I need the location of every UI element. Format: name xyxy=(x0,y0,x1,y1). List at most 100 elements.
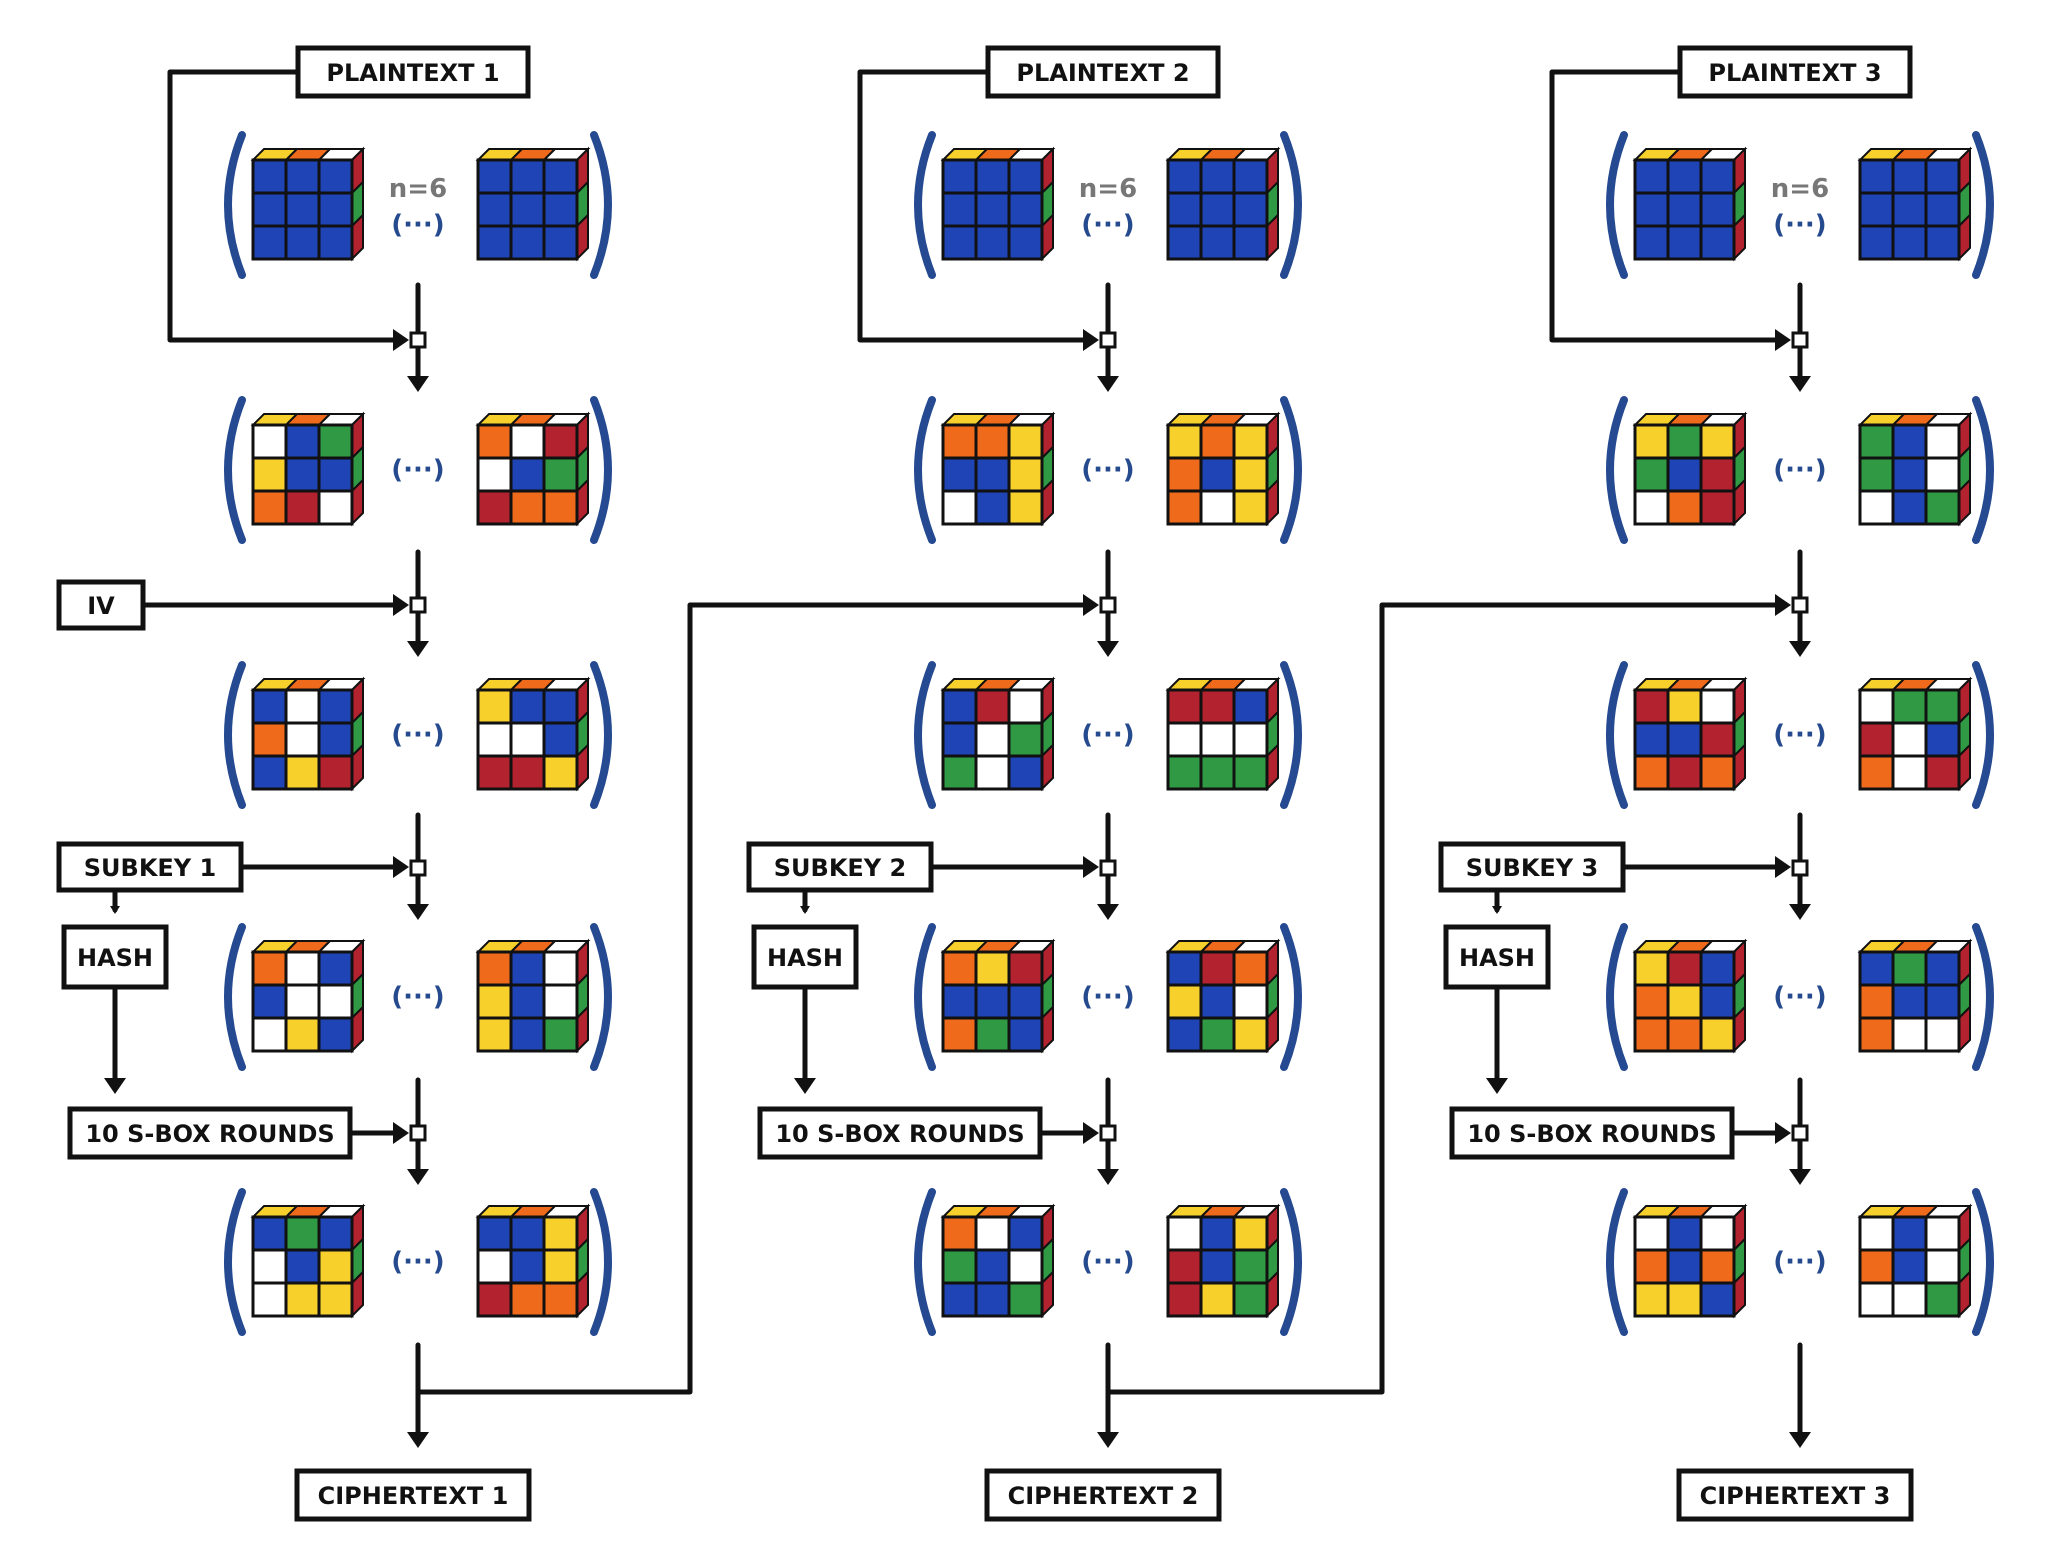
cube-sticker xyxy=(1169,757,1200,788)
cube-sticker xyxy=(1702,1019,1733,1050)
cube-outline xyxy=(941,423,1044,526)
plaintext-arrow xyxy=(1775,329,1791,351)
cube-sticker xyxy=(1010,161,1041,192)
cube-sticker xyxy=(287,1251,318,1282)
cube-sticker xyxy=(1861,1218,1892,1249)
cube-sticker xyxy=(944,757,975,788)
cube-sticker xyxy=(1861,459,1892,490)
flow-arrow xyxy=(1789,376,1811,392)
cube-sticker xyxy=(1702,161,1733,192)
cube-sticker xyxy=(1927,1284,1958,1315)
xor-operator xyxy=(409,859,427,877)
cube-sticker xyxy=(1636,757,1667,788)
plaintext-3-box xyxy=(1677,45,1913,99)
cube-sticker xyxy=(944,691,975,722)
subkey-arrow xyxy=(393,856,409,878)
cube-sticker xyxy=(1861,953,1892,984)
cube-sticker xyxy=(320,227,351,258)
cube-sticker xyxy=(1669,757,1700,788)
left-bracket xyxy=(224,396,246,544)
cube-sticker xyxy=(1202,691,1233,722)
cube-outline xyxy=(1633,1215,1736,1318)
cube-sticker xyxy=(944,724,975,755)
cube-sticker xyxy=(1010,757,1041,788)
cube-sticker xyxy=(1235,986,1266,1017)
cube-sticker xyxy=(479,1019,510,1050)
cube-sticker xyxy=(1169,161,1200,192)
cube-sticker xyxy=(287,459,318,490)
plaintext-2-label: PLAINTEXT 2 xyxy=(1016,59,1189,87)
cube-outline xyxy=(251,950,354,1053)
right-bracket xyxy=(590,923,612,1071)
sbox-arrow xyxy=(1083,1122,1099,1144)
ellipsis: (···) xyxy=(391,720,444,750)
ellipsis: (···) xyxy=(1081,982,1134,1012)
cube-sticker xyxy=(320,953,351,984)
cube-sticker xyxy=(1927,724,1958,755)
cube-c1-s2-last xyxy=(475,411,591,527)
cube-sticker xyxy=(944,161,975,192)
xor-operator xyxy=(409,596,427,614)
cube-sticker xyxy=(1861,1251,1892,1282)
hash-2-label: HASH xyxy=(767,944,843,972)
cube-outline xyxy=(941,158,1044,261)
flow-arrow xyxy=(1789,904,1811,920)
cube-sticker xyxy=(287,691,318,722)
ellipsis: (···) xyxy=(1081,1247,1134,1277)
cube-sticker xyxy=(545,492,576,523)
cube-sticker xyxy=(1669,1251,1700,1282)
sbox-2-box xyxy=(757,1106,1043,1160)
chain-line-1-to-2 xyxy=(415,602,1087,1395)
xor-operator xyxy=(1791,859,1809,877)
cube-sticker xyxy=(512,1218,543,1249)
flow-arrow xyxy=(1789,1169,1811,1185)
cube-sticker xyxy=(1636,492,1667,523)
plaintext-1-label: PLAINTEXT 1 xyxy=(326,59,499,87)
cube-sticker xyxy=(287,492,318,523)
cube-sticker xyxy=(1636,227,1667,258)
cube-sticker xyxy=(254,194,285,225)
cube-sticker xyxy=(320,492,351,523)
cube-sticker xyxy=(479,953,510,984)
cube-sticker xyxy=(254,492,285,523)
cube-sticker xyxy=(1235,691,1266,722)
xor-operator xyxy=(1099,596,1117,614)
cube-sticker xyxy=(1010,953,1041,984)
hash-arrow xyxy=(104,1078,126,1094)
xor-operator xyxy=(1791,331,1809,349)
cube-sticker xyxy=(320,724,351,755)
cube-sticker xyxy=(1894,724,1925,755)
xor-operator xyxy=(1099,1124,1117,1142)
plaintext-3-label: PLAINTEXT 3 xyxy=(1708,59,1881,87)
cube-sticker xyxy=(512,459,543,490)
ellipsis: (···) xyxy=(391,210,444,240)
subkey-2-label: SUBKEY 2 xyxy=(774,854,907,882)
cube-sticker xyxy=(1010,194,1041,225)
cube-sticker xyxy=(944,459,975,490)
left-bracket xyxy=(1606,396,1628,544)
cube-outline xyxy=(476,1215,579,1318)
cube-sticker xyxy=(1927,1218,1958,1249)
flow-arrow xyxy=(1097,641,1119,657)
right-bracket xyxy=(1280,1188,1302,1336)
ellipsis: (···) xyxy=(1773,982,1826,1012)
cube-sticker xyxy=(1702,194,1733,225)
cube-c1-s4-first xyxy=(250,938,366,1054)
cube-sticker xyxy=(1861,161,1892,192)
cube-sticker xyxy=(944,227,975,258)
cube-sticker xyxy=(512,1284,543,1315)
cube-c3-s4-last xyxy=(1857,938,1973,1054)
cube-outline xyxy=(1633,423,1736,526)
cube-sticker xyxy=(1894,1019,1925,1050)
cube-sticker xyxy=(320,1218,351,1249)
cube-sticker xyxy=(1861,1284,1892,1315)
cube-sticker xyxy=(977,691,1008,722)
cube-sticker xyxy=(1861,724,1892,755)
cube-sticker xyxy=(545,1251,576,1282)
cube-c3-s5-first xyxy=(1632,1203,1748,1319)
cube-sticker xyxy=(1702,986,1733,1017)
hash-1-label: HASH xyxy=(77,944,153,972)
hash-3-label: HASH xyxy=(1459,944,1535,972)
cube-outline xyxy=(476,688,579,791)
